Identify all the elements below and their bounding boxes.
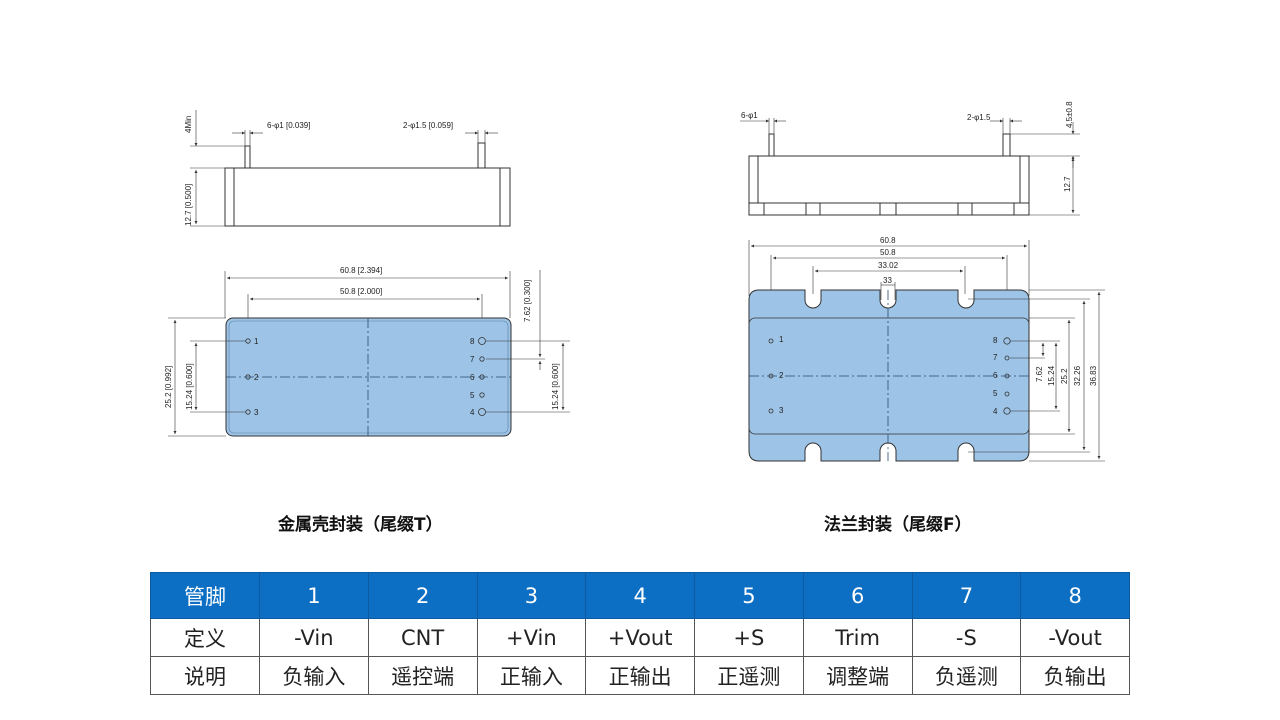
table-cell: CNT xyxy=(367,618,478,657)
right-dim-w1: 60.8 xyxy=(880,236,896,245)
left-dim-height: 12.7 [0.500] xyxy=(184,184,193,226)
table-cell: +S xyxy=(694,618,804,657)
left-dim-width-overall: 60.8 [2.394] xyxy=(340,266,382,275)
left-side-view xyxy=(190,110,511,227)
table-cell: 正输出 xyxy=(585,656,695,695)
right-pin-label-8: 8 xyxy=(993,336,998,345)
table-cell: 5 xyxy=(694,572,804,619)
right-pin-label-4: 4 xyxy=(993,407,998,416)
left-pin-label-8: 8 xyxy=(470,337,475,346)
table-cell: 7 xyxy=(911,572,1022,619)
left-dim-width-pins: 50.8 [2.000] xyxy=(340,287,382,296)
right-dim-v1: 7.62 xyxy=(1035,366,1044,382)
table-cell: 4 xyxy=(585,572,695,619)
right-dim-w2: 50.8 xyxy=(880,248,896,257)
right-dim-w4: 33 xyxy=(883,276,892,285)
left-pin-label-7: 7 xyxy=(470,355,475,364)
left-pin-label-6: 6 xyxy=(470,373,475,382)
right-side-view xyxy=(740,118,1080,216)
right-dim-v4: 32.26 xyxy=(1073,365,1082,386)
table-row-description: 说明 负输入 遥控端 正输入 正输出 正遥测 调整端 负遥测 负输出 xyxy=(150,656,1130,695)
right-caption: 法兰封装（尾缀F） xyxy=(824,515,972,535)
table-cell: 定义 xyxy=(150,618,260,657)
right-pin-label-1: 1 xyxy=(779,335,784,344)
table-cell: 说明 xyxy=(150,656,260,695)
right-dim-w3: 33.02 xyxy=(878,261,899,270)
right-pin-label-2: 2 xyxy=(779,371,784,380)
table-cell: -Vin xyxy=(259,618,369,657)
table-cell: 3 xyxy=(476,572,587,619)
right-dim-pin2: 2-φ1.5 xyxy=(967,113,991,122)
left-dim-pin-pitch: 7.62 [0.300] xyxy=(523,280,532,322)
left-caption: 金属壳封装（尾缀T） xyxy=(278,515,443,535)
left-dim-pin2: 2-φ1.5 [0.059] xyxy=(403,121,453,130)
right-dim-v5: 36.83 xyxy=(1089,365,1098,386)
right-pin-label-7: 7 xyxy=(993,353,998,362)
left-pin-label-4: 4 xyxy=(470,408,475,417)
table-cell: +Vin xyxy=(476,618,587,657)
right-pin-label-5: 5 xyxy=(993,389,998,398)
left-pin-label-1: 1 xyxy=(254,337,259,346)
right-pin-label-6: 6 xyxy=(993,371,998,380)
table-cell: 调整端 xyxy=(802,656,913,695)
table-cell: 正输入 xyxy=(476,656,587,695)
left-dim-pin-min: 4Min xyxy=(184,116,193,133)
drawing-canvas: 6-φ1 [0.039] 2-φ1.5 [0.059] 4Min 12.7 [0… xyxy=(164,101,1105,462)
table-row-definition: 定义 -Vin CNT +Vin +Vout +S Trim -S -Vout xyxy=(150,618,1130,657)
table-cell: 负遥测 xyxy=(911,656,1022,695)
table-cell: 正遥测 xyxy=(694,656,804,695)
left-pin-label-3: 3 xyxy=(254,408,259,417)
table-cell: 遥控端 xyxy=(367,656,478,695)
right-dim-height: 12.7 xyxy=(1063,176,1072,192)
right-dim-v3: 25.2 xyxy=(1060,368,1069,384)
right-dim-pin-len: 4.5±0.8 xyxy=(1065,101,1074,128)
right-dim-pin6: 6-φ1 xyxy=(741,111,758,120)
left-top-view xyxy=(168,270,570,437)
table-cell: 2 xyxy=(367,572,478,619)
table-header-row: 管脚 1 2 3 4 5 6 7 8 xyxy=(150,572,1130,619)
table-cell: 1 xyxy=(259,572,369,619)
right-top-view xyxy=(748,240,1105,462)
left-dim-right-pin-span: 15.24 [0.600] xyxy=(551,363,560,410)
left-pin-label-5: 5 xyxy=(470,391,475,400)
right-dim-v2: 15.24 xyxy=(1047,365,1056,386)
left-pin-label-2: 2 xyxy=(254,373,259,382)
table-cell: +Vout xyxy=(585,618,695,657)
table-cell: 负输入 xyxy=(259,656,369,695)
table-cell: 8 xyxy=(1020,572,1130,619)
table-cell: 负输出 xyxy=(1020,656,1130,695)
right-pin-label-3: 3 xyxy=(779,406,784,415)
table-cell: 管脚 xyxy=(150,572,260,619)
table-cell: -S xyxy=(911,618,1022,657)
left-dim-pin6: 6-φ1 [0.039] xyxy=(267,121,310,130)
left-dim-height-overall: 25.2 [0.992] xyxy=(164,366,173,408)
table-cell: -Vout xyxy=(1020,618,1130,657)
pin-table: 管脚 1 2 3 4 5 6 7 8 定义 -Vin CNT +Vin +Vou… xyxy=(150,572,1130,695)
table-cell: Trim xyxy=(802,618,913,657)
left-dim-left-pin-span: 15.24 [0.600] xyxy=(185,363,194,410)
table-cell: 6 xyxy=(802,572,913,619)
